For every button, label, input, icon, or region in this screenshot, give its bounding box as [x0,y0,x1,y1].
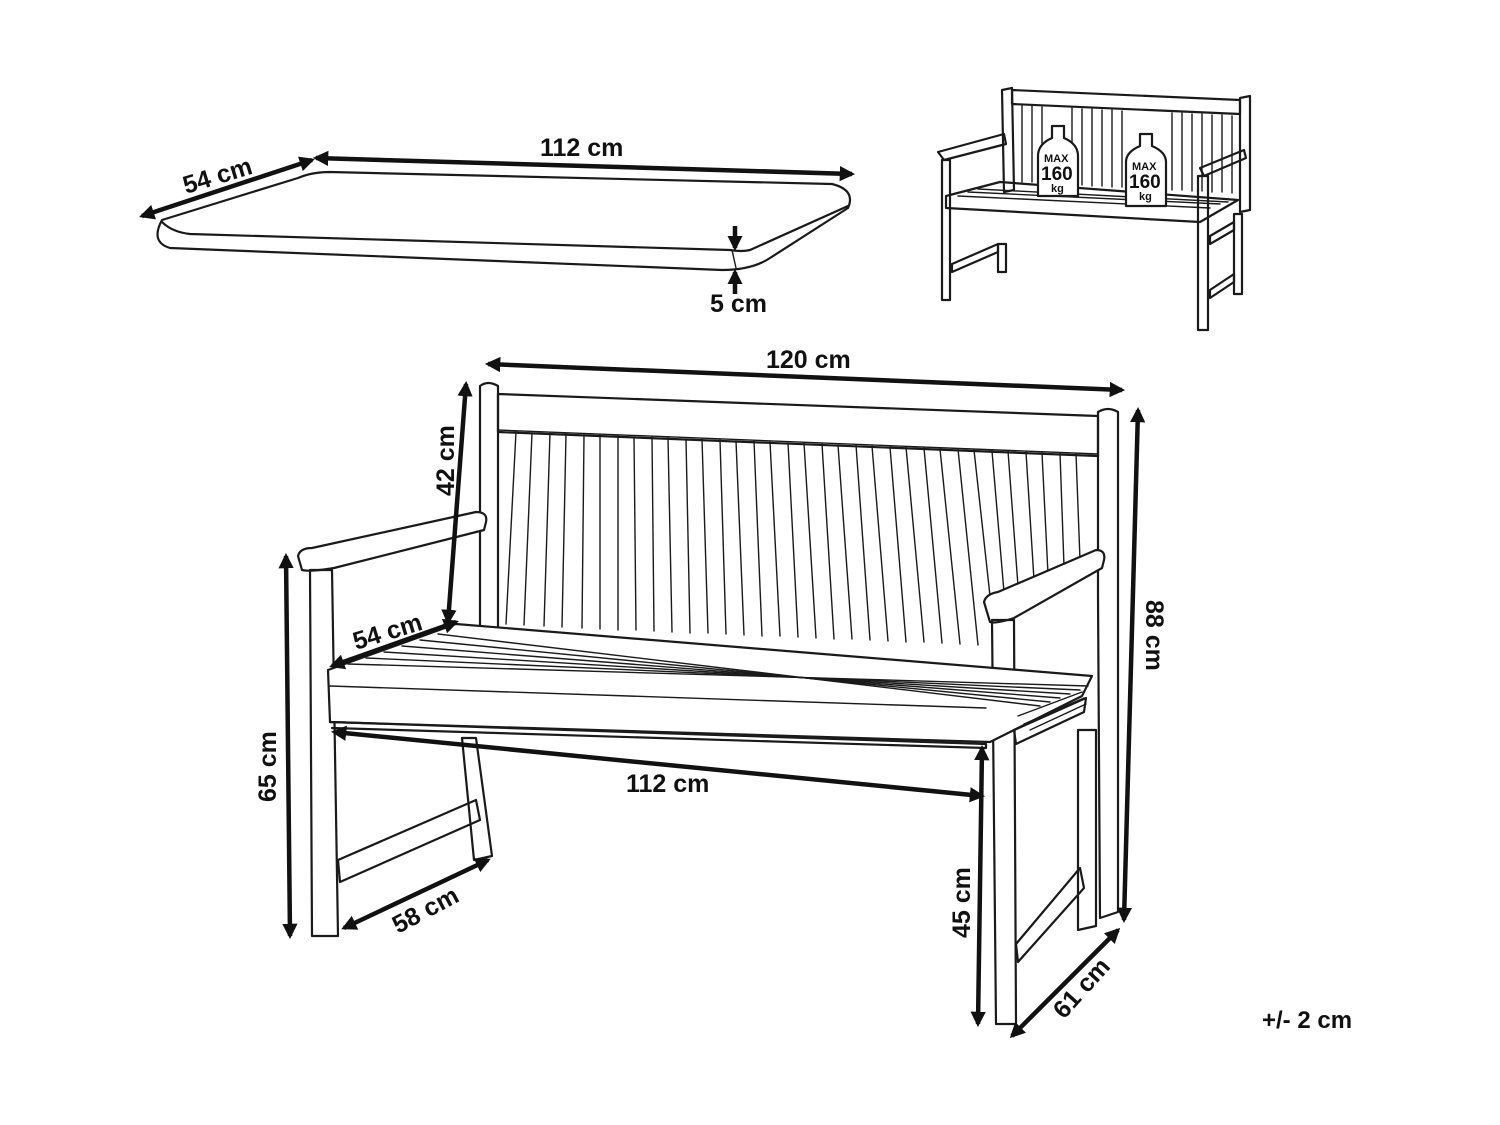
total-height-arrow [1116,406,1146,924]
cushion-thickness-label: 5 cm [710,290,767,318]
top-rail [496,392,1100,458]
total-width-arrow [484,356,1126,398]
bench-drawing [296,381,1120,1026]
right-armrest [982,548,1106,624]
right-side-rail [1012,696,1088,746]
left-back-post [478,381,500,638]
cushion-depth-arrow [139,156,315,220]
thumbnail-back-slats [1021,105,1233,194]
left-rear-leg [460,736,494,862]
bench-thumbnail: MAX 160 kg MAX 160 kg [936,86,1252,332]
weight-icon-left: MAX 160 kg [1036,124,1080,198]
left-stretcher [336,798,482,884]
weight-icon-right: MAX 160 kg [1124,132,1168,208]
total-depth-arrow [1009,927,1121,1039]
right-back-post [1096,407,1120,920]
right-stretcher [1014,866,1086,964]
tolerance-note: +/- 2 cm [1262,1007,1352,1034]
seat-height-arrow [970,744,990,1028]
cushion-drawing [156,170,852,272]
weight-value-left: 160 [1041,164,1073,185]
backrest-height-label: 42 cm [432,425,460,496]
cushion-length-arrow [312,150,856,182]
weight-unit-right: kg [1139,191,1152,203]
leg-depth-arrow [341,857,491,931]
weight-unit-left: kg [1051,183,1064,195]
total-height-label: 88 cm [1140,600,1168,671]
weight-value-right: 160 [1129,172,1161,193]
weight-max-text-right: MAX [1132,161,1157,173]
seat-width-arrow [330,725,986,803]
cushion-length-label: 112 cm [540,134,623,162]
seat-depth-arrow [329,618,459,670]
seat-width-label: 112 cm [626,770,709,798]
back-slats [505,431,1081,646]
total-width-label: 120 cm [766,346,851,374]
right-rear-leg [1076,728,1098,932]
backrest-height-arrow [441,380,473,626]
armrest-height-label: 65 cm [254,731,282,802]
seat-height-label: 45 cm [948,867,976,938]
armrest-height-arrow [278,552,298,940]
weight-max-text-left: MAX [1044,153,1069,165]
left-armrest [296,510,488,572]
